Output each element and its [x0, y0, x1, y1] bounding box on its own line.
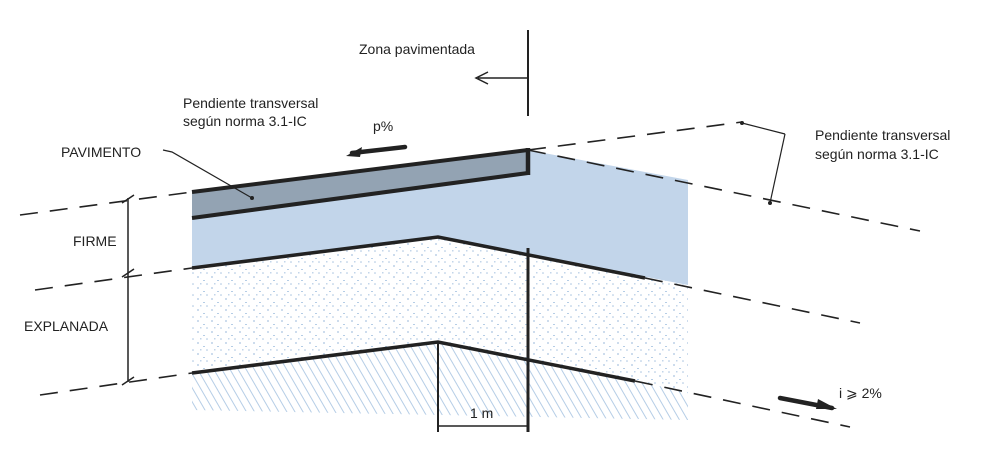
pavement-bottom: [191, 171, 529, 220]
explanada-layer: [192, 237, 688, 392]
slope-left-label-1: Pendiente transversal: [183, 95, 318, 111]
paved-zone-label: Zona pavimentada: [359, 41, 475, 57]
surface-extension-left: [19, 191, 193, 216]
p-percent-label: p%: [373, 118, 393, 134]
explanada-extension-left: [39, 372, 193, 396]
pavement-top: [191, 148, 529, 194]
shoulder-slope-line: [527, 149, 921, 232]
slope-left-label-2: según norma 3.1-IC: [183, 113, 307, 129]
explanada-label: EXPLANADA: [24, 318, 109, 334]
slope-right-label-1: Pendiente transversal: [815, 127, 950, 143]
min-slope-label: i ⩾ 2%: [839, 385, 882, 401]
slope-right-label-2: según norma 3.1-IC: [815, 146, 939, 162]
firme-extension-left: [34, 267, 193, 291]
firme-extension-right: [644, 277, 861, 324]
firme-bottom: [191, 235, 646, 280]
pavimento-label: PAVIMENTO: [61, 144, 141, 160]
slope-right-leader: [769, 133, 786, 204]
hatch-subgrade: [192, 342, 688, 420]
surface-extension-right: [527, 121, 743, 151]
firme-label: FIRME: [73, 233, 117, 249]
arrow-head-icon: [474, 71, 489, 85]
pavement-layer: [192, 150, 528, 218]
explanada-extension-right: [634, 380, 851, 428]
pavimento-leader: [162, 149, 253, 199]
one-meter-label: 1 m: [470, 405, 493, 421]
